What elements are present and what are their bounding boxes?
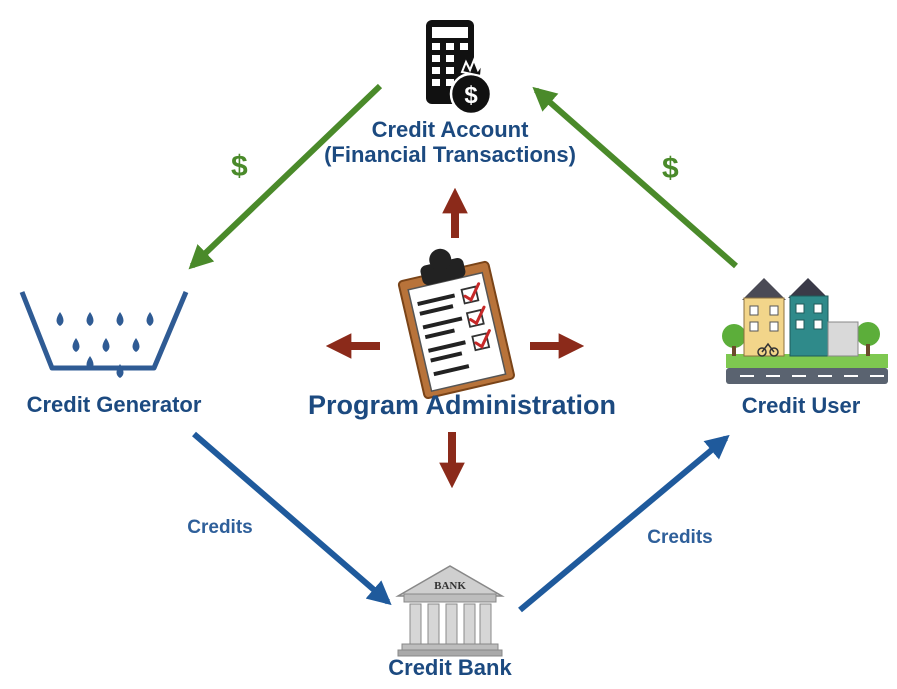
bank-building-icon <box>395 565 505 657</box>
credits-label-left: Credits <box>187 517 253 538</box>
calculator-money-bag-icon: $ <box>426 20 493 116</box>
bank-sign-text: BANK <box>434 580 466 592</box>
credits-label-right: Credits <box>647 527 713 548</box>
dollar-label-left: $ <box>231 150 248 183</box>
svg-text:$: $ <box>464 82 478 109</box>
credit-generator-label: Credit Generator <box>26 392 202 417</box>
clipboard-checklist-icon <box>397 248 515 399</box>
arrow-account-to-generator <box>188 83 383 270</box>
water-basin-drops-icon <box>19 291 189 378</box>
dollar-label-right: $ <box>662 152 679 185</box>
credit-account-label: Credit Account (Financial Transactions) <box>300 117 600 167</box>
arrow-generator-to-bank <box>192 431 392 606</box>
credit-user-label: Credit User <box>741 393 861 418</box>
arrow-bank-to-user <box>518 434 730 613</box>
credit-account-title: Credit Account <box>371 117 529 142</box>
program-administration-label: Program Administration <box>307 390 617 420</box>
houses-street-icon <box>722 278 888 384</box>
credit-account-subtitle: (Financial Transactions) <box>324 141 576 167</box>
arrow-user-to-account <box>532 86 738 269</box>
credit-bank-label: Credit Bank <box>388 655 512 680</box>
